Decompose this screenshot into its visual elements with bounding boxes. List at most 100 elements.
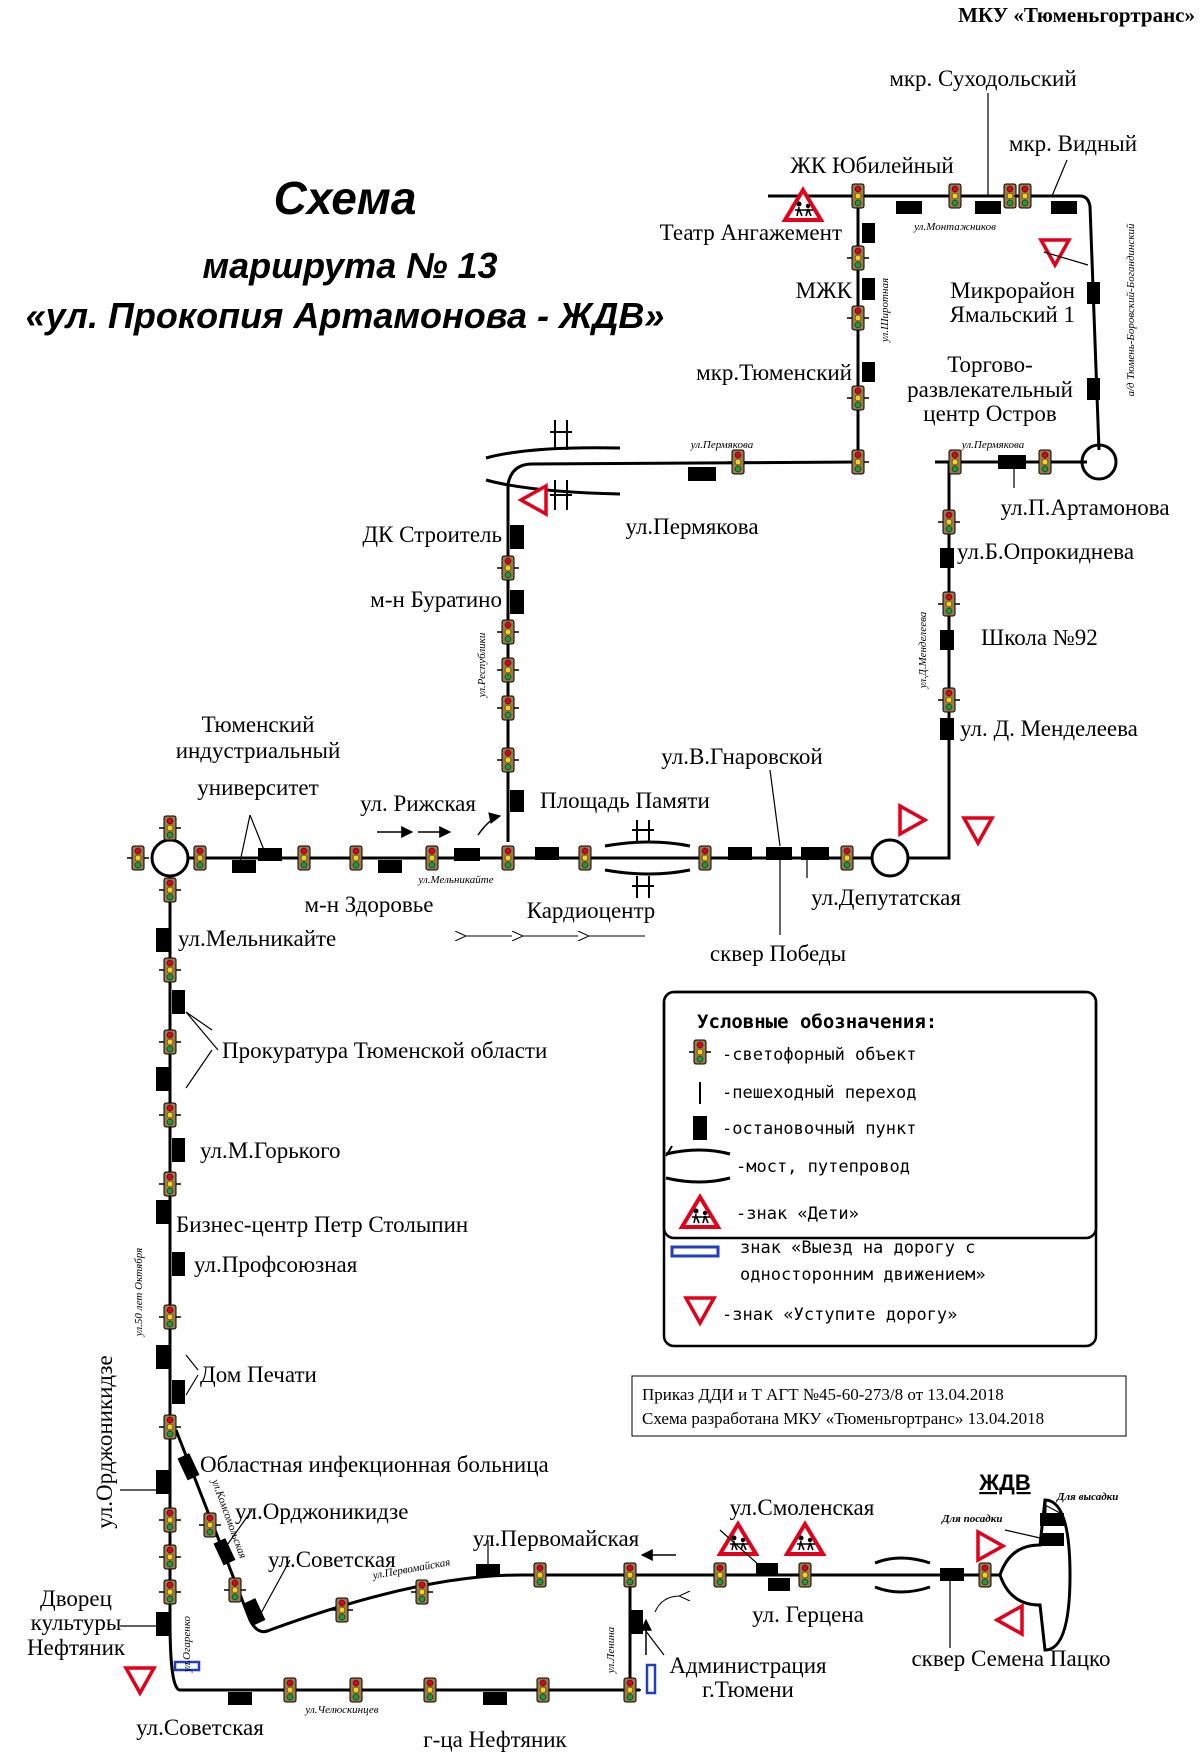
stop-label: Театр Ангажемент <box>660 220 842 245</box>
traffic-light-icon <box>292 845 316 871</box>
stop-label: ул.Б.Опрокиднева <box>957 539 1134 564</box>
stop-note: Для посадки <box>941 1513 1002 1525</box>
one-way-sign-icon <box>645 1663 657 1695</box>
yield-sign-icon <box>684 1296 716 1325</box>
road-signs <box>124 188 1071 1695</box>
legend-item: -мост, путепровод <box>736 1157 910 1177</box>
traffic-light-icon <box>126 845 150 871</box>
traffic-light-icon <box>278 1677 302 1703</box>
stop-label: ул.Орджоникидзе <box>235 1499 408 1524</box>
stop-label: Дворец <box>40 1586 112 1611</box>
legend-item: -остановочный пункт <box>722 1119 916 1139</box>
stop-label: ул. Д. Менделеева <box>960 716 1138 741</box>
traffic-light-icon <box>835 845 859 871</box>
traffic-light-icon <box>158 1304 182 1330</box>
stop-label: ЖК Юбилейный <box>790 153 953 178</box>
traffic-light-icon <box>496 657 520 683</box>
traffic-light-icon <box>1013 183 1037 209</box>
stop-label: ул.М.Горького <box>200 1138 341 1163</box>
traffic-light-icon <box>618 1677 642 1703</box>
stop-label: Нефтяник <box>27 1635 126 1660</box>
stop-label: ул.Советская <box>268 1547 396 1572</box>
stop-label: ул.В.Гнаровской <box>661 744 823 769</box>
traffic-light-icon <box>418 1677 442 1703</box>
yield-sign-icon <box>124 1666 156 1695</box>
street-label: ул.Республики <box>476 632 488 698</box>
street-label: ул.Монтажников <box>913 221 996 233</box>
stop-label: ул.Советская <box>136 1715 264 1740</box>
traffic-light-icon <box>158 1029 182 1055</box>
traffic-light-icon <box>344 1677 368 1703</box>
stop-label-zhdv: ЖДВ <box>978 1470 1030 1495</box>
stop-label: г.Тюмени <box>702 1677 794 1702</box>
traffic-light-icon <box>496 845 520 871</box>
stop-label: Торгово- <box>947 352 1033 377</box>
stop-label: ул. Рижская <box>360 791 476 816</box>
traffic-light-icon <box>708 1562 732 1588</box>
order-line: Схема разработана МКУ «Тюменьгортранс» 1… <box>642 1409 1044 1428</box>
street-label: ул.Пермякова <box>961 439 1025 451</box>
one-way-sign-icon <box>670 1245 720 1258</box>
traffic-light-icon <box>496 619 520 645</box>
traffic-light-icon <box>496 695 520 721</box>
order-line: Приказ ДДИ и Т АГТ №45-60-273/8 от 13.04… <box>642 1385 1004 1404</box>
organization-name: МКУ «Тюменьгортранс» <box>958 3 1195 27</box>
title-line1: Схема <box>274 172 417 224</box>
traffic-light-icon <box>158 957 182 983</box>
street-label: ул.Челюскинцев <box>304 1704 378 1716</box>
traffic-light-icon <box>973 1562 997 1588</box>
stop-label: ул.Депутатская <box>811 885 961 910</box>
street-label: ул.Пермякова <box>690 439 754 451</box>
legend-item: -пешеходный переход <box>722 1083 916 1103</box>
direction-arrows <box>377 812 680 1655</box>
stop-label: центр Остров <box>923 401 1057 426</box>
street-label: ул.Мельникайте <box>417 874 493 886</box>
traffic-light-icon <box>158 815 182 841</box>
traffic-light-icon <box>158 877 182 903</box>
traffic-light-icon <box>1033 449 1057 475</box>
stop-label: мкр. Видный <box>1009 131 1137 156</box>
traffic-light-icon <box>158 1579 182 1605</box>
children-sign-icon <box>785 1522 825 1556</box>
stop-label: Тюменский <box>202 712 315 737</box>
children-sign-icon <box>718 1522 758 1556</box>
stop-label: м-н Здоровье <box>305 892 434 917</box>
stop-note: Для высадки <box>1056 1491 1118 1503</box>
traffic-light-icon <box>330 1597 354 1623</box>
traffic-light-icon <box>943 449 967 475</box>
stop-label: развлекательный <box>907 377 1073 402</box>
traffic-light-icon <box>943 183 967 209</box>
stop-label: университет <box>197 775 318 800</box>
stop-label: ДК Строитель <box>362 522 502 547</box>
traffic-light-icon <box>846 449 870 475</box>
street-label: ул.50 лет Октября <box>133 1248 145 1338</box>
street-label: ул.Широтная <box>879 278 891 343</box>
legend-title: Условные обозначения: <box>697 1011 937 1033</box>
street-label: ул.Орджоникидзе <box>92 1355 117 1528</box>
stop-label: мкр.Тюменский <box>696 360 852 385</box>
traffic-light-icon <box>793 1562 817 1588</box>
stop-label: ул.Профсоюзная <box>194 1252 358 1277</box>
title-line3: «ул. Прокопия Артамонова - ЖДВ» <box>26 295 665 336</box>
traffic-light-icon <box>846 183 870 209</box>
yield-sign-icon <box>995 1604 1024 1636</box>
traffic-light-icon <box>726 449 750 475</box>
order-note: Приказ ДДИ и Т АГТ №45-60-273/8 от 13.04… <box>631 1375 1127 1437</box>
stop-label: ул. Герцена <box>752 1602 864 1627</box>
title-line2: маршрута № 13 <box>202 245 497 286</box>
stop-label: культуры <box>31 1610 122 1635</box>
legend-border <box>662 990 1098 1348</box>
traffic-light-icon <box>158 1544 182 1570</box>
legend-item: односторонним движением» <box>740 1265 986 1285</box>
stop-label: г-ца Нефтяник <box>423 1727 567 1752</box>
traffic-light-icon <box>618 1562 642 1588</box>
traffic-light-icon <box>188 845 212 871</box>
stop-label: МЖК <box>796 278 853 303</box>
bridge-zhdv <box>874 1556 931 1594</box>
stop-label: Площадь Памяти <box>540 788 710 813</box>
stop-label: Бизнес-центр Петр Столыпин <box>176 1212 468 1237</box>
yield-sign-icon <box>898 804 927 836</box>
stop-label: м-н Буратино <box>370 587 502 612</box>
stop-label: Ямальский 1 <box>950 302 1075 327</box>
